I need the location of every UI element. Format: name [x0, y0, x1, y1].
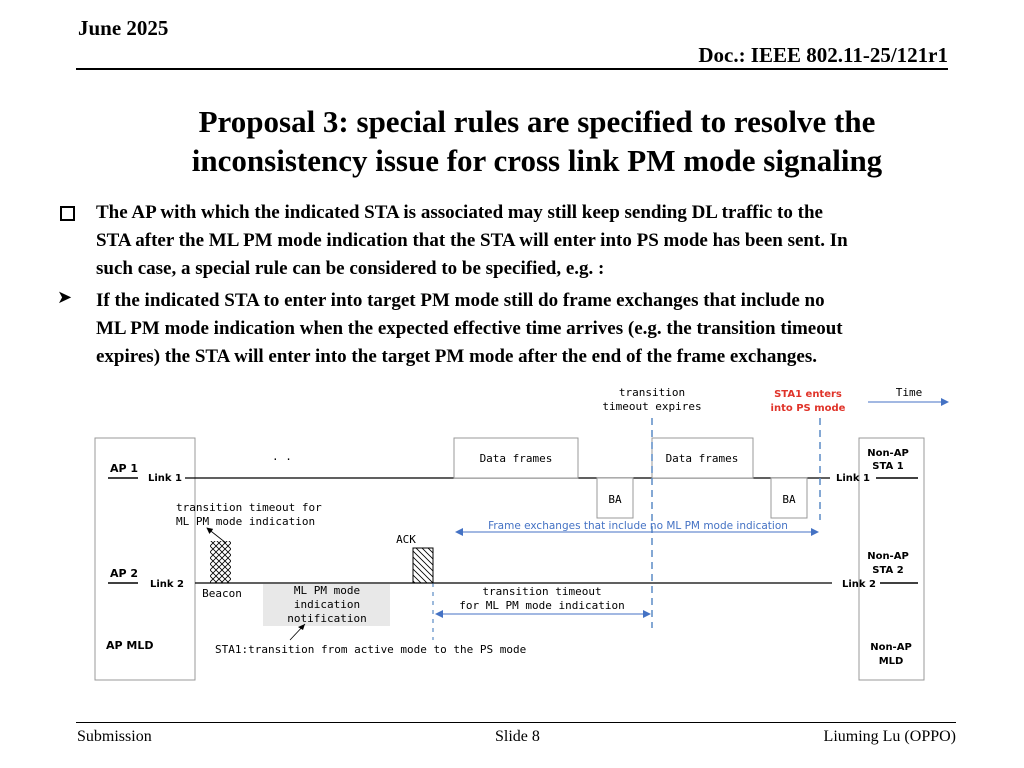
- data-frames-2-label: Data frames: [666, 452, 739, 465]
- square-bullet-icon: [60, 206, 75, 221]
- link2-left-label: Link 2: [150, 579, 184, 590]
- bullet-2-line-2: ML PM mode indication when the expected …: [96, 318, 843, 339]
- link2-right-label: Link 2: [842, 579, 876, 590]
- title-line-1: Proposal 3: special rules are specified …: [198, 104, 876, 139]
- bullet-1-line-3: such case, a special rule can be conside…: [96, 258, 605, 279]
- data-frames-box-1: [453, 437, 579, 479]
- footer-submission: Submission: [77, 728, 152, 745]
- bullet-2-line-1: If the indicated STA to enter into targe…: [96, 290, 825, 311]
- link1-right-label: Link 1: [836, 473, 870, 484]
- timeout-note-line2: ML PM mode indication: [176, 515, 315, 528]
- ack-frame: [412, 547, 434, 584]
- non-ap-sta2-line1: Non-AP: [867, 551, 909, 562]
- ap-mld-label: AP MLD: [106, 639, 154, 652]
- sta1-enters-line1: STA1 enters: [774, 389, 842, 400]
- non-ap-sta2-line2: STA 2: [872, 565, 903, 576]
- footer-divider: [76, 722, 956, 723]
- time-label: Time: [896, 386, 923, 399]
- arrow-bullet-icon: ➤: [57, 287, 73, 308]
- notification-line3: notification: [287, 612, 366, 625]
- frame-exchanges-label: Frame exchanges that include no ML PM mo…: [488, 520, 788, 532]
- transition-expires-line1: transition: [619, 386, 685, 399]
- ba-1-label: BA: [608, 493, 622, 506]
- header-date: June 2025: [78, 16, 169, 40]
- slide-title: Proposal 3: special rules are specified …: [60, 102, 1014, 180]
- data-frames-box-2: [651, 437, 754, 479]
- beacon-label: Beacon: [202, 587, 242, 600]
- timeout-span-line2: for ML PM mode indication: [459, 599, 625, 612]
- header-divider: [76, 68, 948, 70]
- ap1-label: AP 1: [110, 462, 138, 475]
- footer-slide-number: Slide 8: [495, 728, 540, 745]
- bullet-2-line-3: expires) the STA will enter into the tar…: [96, 346, 817, 367]
- ba-2-label: BA: [782, 493, 796, 506]
- transition-expires-line2: timeout expires: [602, 400, 701, 413]
- non-ap-sta1-line1: Non-AP: [867, 448, 909, 459]
- ack-label: ACK: [396, 533, 416, 546]
- beacon-frame: [210, 541, 231, 583]
- bullet-1: The AP with which the indicated STA is a…: [96, 199, 1012, 283]
- footer-author: Liuming Lu (OPPO): [823, 728, 956, 745]
- data-frames-1-label: Data frames: [480, 452, 553, 465]
- bullet-2: If the indicated STA to enter into targe…: [96, 287, 1012, 371]
- notification-line1: ML PM mode: [294, 584, 360, 597]
- ba-box-2: [770, 477, 808, 519]
- sta1-transition-label: STA1:transition from active mode to the …: [215, 643, 526, 656]
- ellipsis-dots: . .: [272, 450, 292, 463]
- notification-box: [263, 584, 390, 626]
- link1-left-label: Link 1: [148, 473, 182, 484]
- timeout-note-line1: transition timeout for: [176, 501, 322, 514]
- non-ap-mld-line1: Non-AP: [870, 642, 912, 653]
- non-ap-mld-line2: MLD: [879, 656, 904, 667]
- title-line-2: inconsistency issue for cross link PM mo…: [191, 143, 883, 178]
- header-doc-number: Doc.: IEEE 802.11-25/121r1: [698, 43, 948, 67]
- ba-box-1: [596, 477, 634, 519]
- ap2-label: AP 2: [110, 567, 138, 580]
- non-ap-sta1-line2: STA 1: [872, 461, 903, 472]
- timeout-span-line1: transition timeout: [482, 585, 601, 598]
- sta1-enters-line2: into PS mode: [771, 403, 846, 414]
- bullet-1-line-2: STA after the ML PM mode indication that…: [96, 230, 848, 251]
- bullet-1-line-1: The AP with which the indicated STA is a…: [96, 202, 823, 223]
- notification-line2: indication: [294, 598, 360, 611]
